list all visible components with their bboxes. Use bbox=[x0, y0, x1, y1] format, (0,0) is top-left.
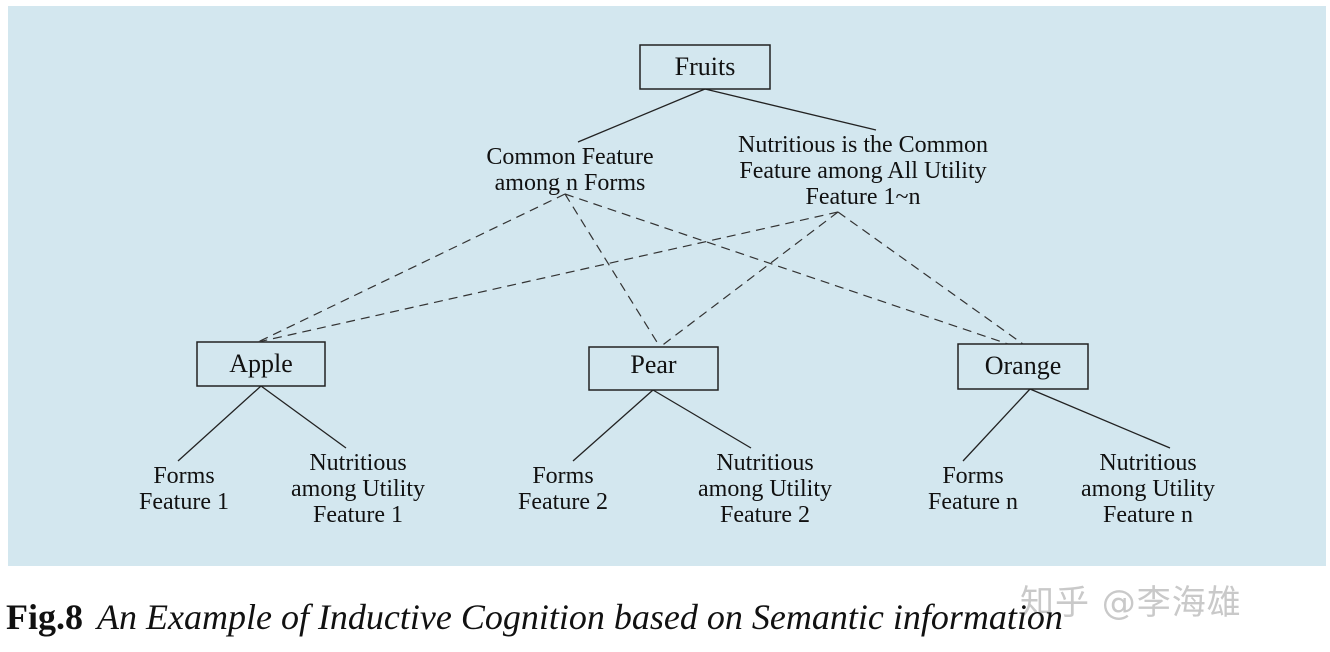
apple-forms-feature: Forms Feature 1 bbox=[114, 463, 254, 515]
pear-utility-line-3: Feature 2 bbox=[720, 502, 810, 528]
apple-utility-feature: Nutritious among Utility Feature 1 bbox=[268, 450, 448, 528]
orange-label: Orange bbox=[984, 351, 1062, 380]
common-utility-line-3: Feature 1~n bbox=[805, 184, 921, 210]
orange-utility-line-3: Feature n bbox=[1103, 502, 1193, 528]
common-utility-to-apple-dash bbox=[257, 211, 839, 343]
caption-number: Fig.8 bbox=[6, 597, 83, 637]
common-form-feature-label: Common Feature among n Forms bbox=[458, 144, 682, 196]
orange-forms-feature: Forms Feature n bbox=[903, 463, 1043, 515]
watermark: 知乎 @李海雄 bbox=[1020, 583, 1242, 623]
diagram-panel: Fruits Common Feature among n Forms Nutr… bbox=[8, 6, 1326, 566]
figure-caption: Fig.8 An Example of Inductive Cognition b… bbox=[6, 596, 1063, 638]
common-form-to-orange-dash bbox=[564, 193, 1009, 345]
apple-forms-line-2: Feature 1 bbox=[139, 489, 229, 515]
orange-to-forms-line bbox=[962, 388, 1031, 462]
pear-utility-line-1: Nutritious bbox=[716, 450, 814, 476]
pear-to-utility-line bbox=[652, 389, 752, 449]
apple-utility-line-3: Feature 1 bbox=[313, 502, 403, 528]
common-utility-to-pear-dash bbox=[659, 211, 839, 348]
pear-utility-line-2: among Utility bbox=[698, 476, 832, 502]
apple-utility-line-2: among Utility bbox=[291, 476, 425, 502]
orange-forms-line-2: Feature n bbox=[928, 489, 1018, 515]
apple-forms-line-1: Forms bbox=[153, 463, 215, 489]
apple-label: Apple bbox=[229, 349, 293, 378]
root-to-common-utility-line bbox=[704, 88, 877, 131]
orange-forms-line-1: Forms bbox=[942, 463, 1004, 489]
orange-utility-line-2: among Utility bbox=[1081, 476, 1215, 502]
pear-to-forms-line bbox=[572, 389, 654, 462]
pear-forms-line-1: Forms bbox=[532, 463, 594, 489]
apple-to-utility-line bbox=[260, 385, 347, 449]
pear-utility-feature: Nutritious among Utility Feature 2 bbox=[675, 450, 855, 528]
orange-to-utility-line bbox=[1029, 388, 1171, 449]
pear-forms-feature: Forms Feature 2 bbox=[493, 463, 633, 515]
orange-utility-line-1: Nutritious bbox=[1099, 450, 1197, 476]
caption-text: An Example of Inductive Cognition based … bbox=[97, 597, 1063, 637]
common-utility-line-1: Nutritious is the Common bbox=[737, 132, 988, 158]
common-utility-to-orange-dash bbox=[837, 211, 1024, 345]
apple-utility-line-1: Nutritious bbox=[309, 450, 407, 476]
pear-forms-line-2: Feature 2 bbox=[518, 489, 608, 515]
orange-utility-feature: Nutritious among Utility Feature n bbox=[1058, 450, 1238, 528]
common-utility-line-2: Feature among All Utility bbox=[739, 158, 987, 184]
root-to-common-form-line bbox=[577, 88, 706, 143]
common-form-to-pear-dash bbox=[564, 193, 661, 348]
common-form-line-2: among n Forms bbox=[494, 170, 646, 196]
common-form-line-1: Common Feature bbox=[486, 144, 654, 170]
apple-to-forms-line bbox=[177, 385, 262, 462]
common-utility-feature-label: Nutritious is the Common Feature among A… bbox=[708, 132, 1018, 210]
diagram-lines bbox=[177, 44, 1171, 462]
pear-label: Pear bbox=[630, 350, 677, 379]
fruits-label: Fruits bbox=[674, 52, 736, 81]
common-form-to-apple-dash bbox=[257, 193, 566, 343]
